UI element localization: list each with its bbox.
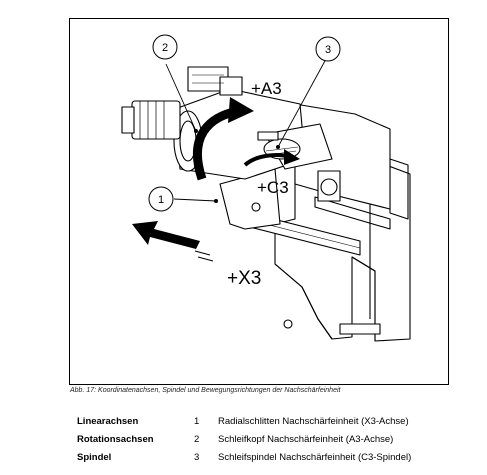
x3-motion-lines bbox=[194, 250, 214, 262]
legend-category: Rotationsachsen bbox=[77, 434, 154, 445]
a3-arrow-head bbox=[228, 97, 254, 123]
callout-3-dot bbox=[276, 145, 280, 149]
callout-1-number: 1 bbox=[158, 194, 164, 206]
legend-number: 3 bbox=[194, 452, 200, 463]
head-connector bbox=[257, 131, 279, 141]
legend-number: 2 bbox=[194, 434, 200, 445]
callout-1-leader bbox=[173, 198, 217, 202]
callout-3-number: 3 bbox=[325, 44, 331, 56]
axis-label-x3: +X3 bbox=[227, 268, 261, 289]
machine-drawing: +A3 +C3 +X3 1 2 3 bbox=[121, 34, 411, 342]
slide-window-circle bbox=[320, 178, 338, 196]
motor-cap bbox=[121, 106, 135, 134]
callout-1-circle bbox=[148, 186, 174, 212]
callout-2-leader bbox=[165, 63, 197, 132]
callout-3-leader bbox=[277, 58, 327, 148]
legend-description: Schleifspindel Nachschärfeinheit (C3-Spi… bbox=[218, 452, 412, 463]
legend-category: Linearachsen bbox=[77, 416, 139, 427]
base-leg-left bbox=[274, 263, 333, 340]
figure-frame: +A3 +C3 +X3 1 2 3 bbox=[69, 18, 449, 385]
top-box-lines bbox=[192, 74, 224, 84]
legend-number: 1 bbox=[194, 416, 200, 427]
callout-2-number: 2 bbox=[162, 42, 168, 54]
axis-label-a3: +A3 bbox=[251, 79, 282, 98]
legend-description: Radialschlitten Nachschärfeinheit (X3-Ac… bbox=[218, 416, 409, 427]
legend-description: Schleifkopf Nachschärfeinheit (A3-Achse) bbox=[218, 434, 394, 445]
callout-2-circle bbox=[152, 34, 178, 60]
callout-1-dot bbox=[214, 199, 218, 203]
base-leg-right bbox=[351, 256, 376, 341]
slide-bolt bbox=[251, 202, 261, 212]
motor-fins bbox=[139, 101, 165, 139]
base-bolt bbox=[283, 319, 293, 329]
callout-2-dot bbox=[194, 129, 198, 133]
x3-direction-arrow bbox=[132, 221, 200, 249]
legend-table: Linearachsen 1 Radialschlitten Nachschär… bbox=[77, 416, 477, 470]
figure-caption: Abb. 17: Koordinatenachsen, Spindel und … bbox=[70, 387, 341, 394]
legend-row: Spindel 3 Schleifspindel Nachschärfeinhe… bbox=[77, 452, 477, 470]
callout-3-circle bbox=[315, 36, 341, 62]
legend-row: Rotationsachsen 2 Schleifkopf Nachschärf… bbox=[77, 434, 477, 452]
axis-label-c3: +C3 bbox=[257, 178, 289, 197]
base-inner-rail bbox=[314, 196, 391, 230]
base-plate bbox=[339, 323, 381, 335]
top-box-small bbox=[219, 76, 243, 96]
c3-arrow-head bbox=[284, 149, 300, 165]
legend-category: Spindel bbox=[77, 452, 112, 463]
legend-row: Linearachsen 1 Radialschlitten Nachschär… bbox=[77, 416, 477, 434]
